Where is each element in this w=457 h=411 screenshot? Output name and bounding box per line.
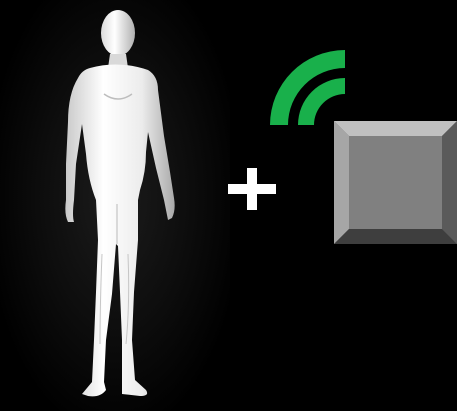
wireless-inner-arc: [298, 78, 345, 125]
module-bevel-top: [334, 121, 457, 136]
humanoid-robot-icon: [40, 4, 210, 406]
robot-body: [65, 64, 174, 396]
plus-sign: [228, 168, 276, 210]
module-bevel-bottom: [334, 229, 457, 244]
humanoid-robot-figure: [40, 4, 210, 406]
robot-head: [101, 10, 135, 56]
plus-vertical-bar: [247, 168, 257, 210]
module-bevel-left: [334, 121, 349, 244]
module-bevel-right: [442, 121, 457, 244]
wireless-signal-icon: [270, 48, 352, 130]
wireless-module-block: [334, 121, 457, 244]
module-face: [349, 136, 442, 229]
